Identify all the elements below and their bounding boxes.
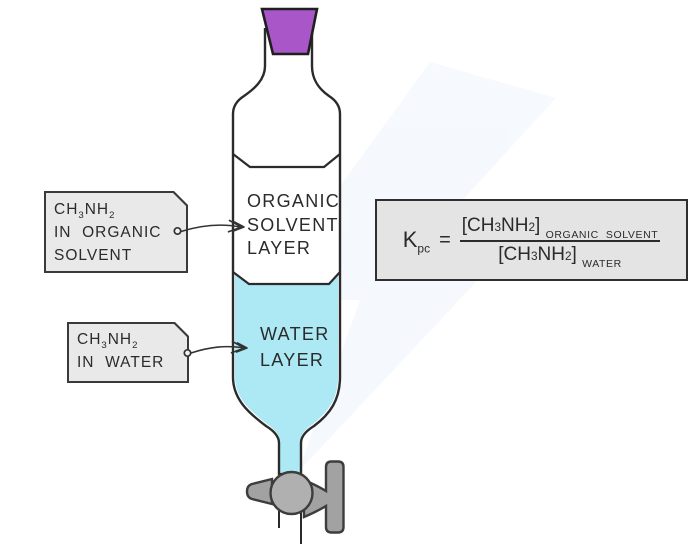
tag-organic-solvent-text: CH3NH2 IN ORGANIC SOLVENT — [46, 193, 186, 271]
organic-layer-top-line — [232, 153, 341, 169]
equation-equals: = — [439, 228, 451, 251]
denominator-subscript: WATER — [582, 257, 622, 270]
tag-line: SOLVENT — [54, 247, 133, 264]
fraction-bar — [459, 239, 661, 242]
stopcock-handle — [302, 460, 345, 534]
tag-line: IN ORGANIC — [54, 224, 162, 241]
water-layer-top-line — [232, 271, 341, 286]
arrow-to-water-layer — [190, 340, 248, 354]
tag-water: CH3NH2 IN WATER — [67, 322, 189, 383]
stopper — [260, 7, 319, 56]
arrow-to-organic-layer — [180, 219, 245, 233]
chem-formula: CH3NH2 — [77, 331, 139, 352]
numerator-subscript: ORGANIC SOLVENT — [545, 228, 659, 241]
tag-organic-solvent: CH3NH2 IN ORGANIC SOLVENT — [44, 191, 188, 273]
chem-formula: CH3NH2 — [54, 201, 116, 222]
stopcock-valve — [269, 470, 314, 516]
stopcock-nozzle — [245, 477, 274, 506]
tag-water-text: CH3NH2 IN WATER — [69, 324, 187, 381]
equation-k-symbol: Kpc — [402, 227, 431, 256]
tag-line: IN WATER — [77, 354, 165, 371]
